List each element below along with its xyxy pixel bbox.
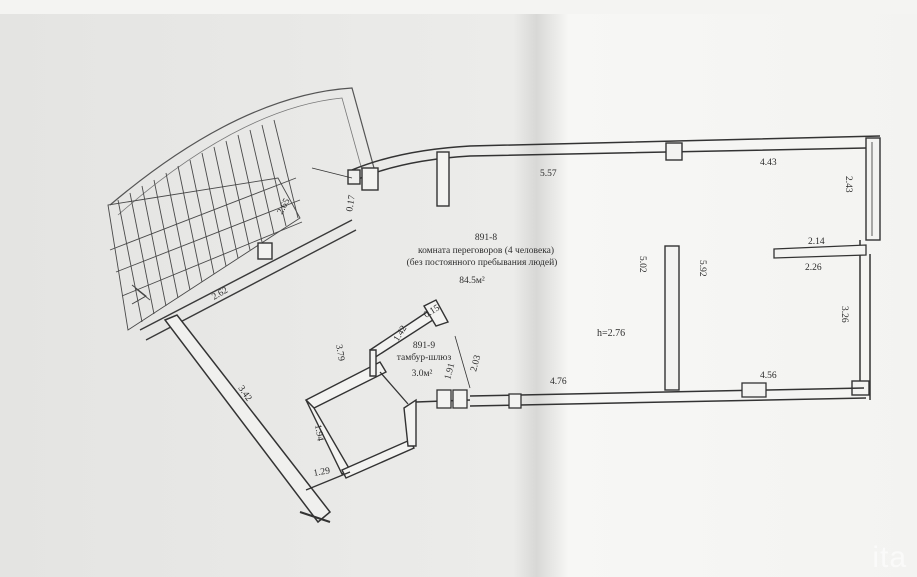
dim-5-02: 5.02 — [637, 256, 647, 273]
column-top-right — [665, 142, 683, 161]
vestibule-name: тамбур-шлюз — [397, 352, 452, 363]
dim-4-43: 4.43 — [760, 158, 777, 168]
dim-2-14: 2.14 — [808, 237, 825, 247]
stair-direction-arrow — [131, 284, 147, 305]
column-top-left — [361, 167, 379, 191]
dim-2-03: 2.03 — [469, 354, 483, 373]
leader-corner — [311, 167, 353, 179]
center-partition — [664, 245, 680, 391]
left-diagonal-wall — [163, 314, 332, 524]
column-bottom-left — [508, 393, 522, 409]
main-room-name: комната переговоров (4 человека) — [418, 245, 554, 256]
watermark: ita — [872, 541, 907, 574]
paper-top-edge — [0, 0, 917, 14]
vestibule-number: 891-9 — [413, 341, 435, 351]
vestibule-walls — [304, 299, 450, 479]
stair-inner-rail — [117, 97, 363, 216]
column-bottom-mid — [741, 382, 767, 398]
bottom-wall-outer — [469, 387, 865, 397]
vestibule-door-edge — [379, 371, 409, 405]
leader-vestibule — [454, 335, 471, 389]
dim-4-56: 4.56 — [760, 371, 777, 381]
dim-1-91: 1.91 — [443, 362, 457, 381]
vestibule-area: 3.0м² — [412, 369, 433, 379]
column-stair — [257, 242, 273, 260]
dim-1-94: 1.94 — [312, 424, 325, 442]
dim-0-17: 0.17 — [345, 194, 358, 212]
stair-landing-wall — [139, 219, 353, 331]
wall-end-cap — [299, 511, 331, 523]
column-door-a — [436, 389, 452, 409]
stair-outer-rail — [109, 87, 375, 206]
dim-5-92: 5.92 — [697, 260, 707, 277]
lower-connector-wall — [305, 471, 351, 491]
dim-3-79: 3.79 — [333, 344, 346, 362]
right-partition — [773, 244, 867, 259]
right-wall-upper — [865, 137, 881, 241]
ceiling-height: h=2.76 — [597, 328, 625, 339]
main-room-note: (без постоянного пребывания людей) — [407, 257, 558, 268]
dim-2-43: 2.43 — [843, 176, 853, 193]
dim-4-76: 4.76 — [550, 377, 567, 387]
main-room-area: 84.5м² — [459, 276, 485, 286]
dim-2-26: 2.26 — [805, 263, 822, 273]
dim-1-29: 1.29 — [313, 466, 331, 479]
column-corner — [347, 169, 361, 185]
dim-3-26: 3.26 — [839, 306, 849, 323]
top-wall-outer — [351, 135, 881, 171]
dim-5-57: 5.57 — [540, 169, 557, 179]
bottom-wall-inner — [469, 397, 867, 407]
staircase — [107, 119, 303, 331]
main-room-number: 891-8 — [475, 233, 497, 243]
column-top-mid — [436, 151, 450, 207]
column-door-b — [452, 389, 468, 409]
